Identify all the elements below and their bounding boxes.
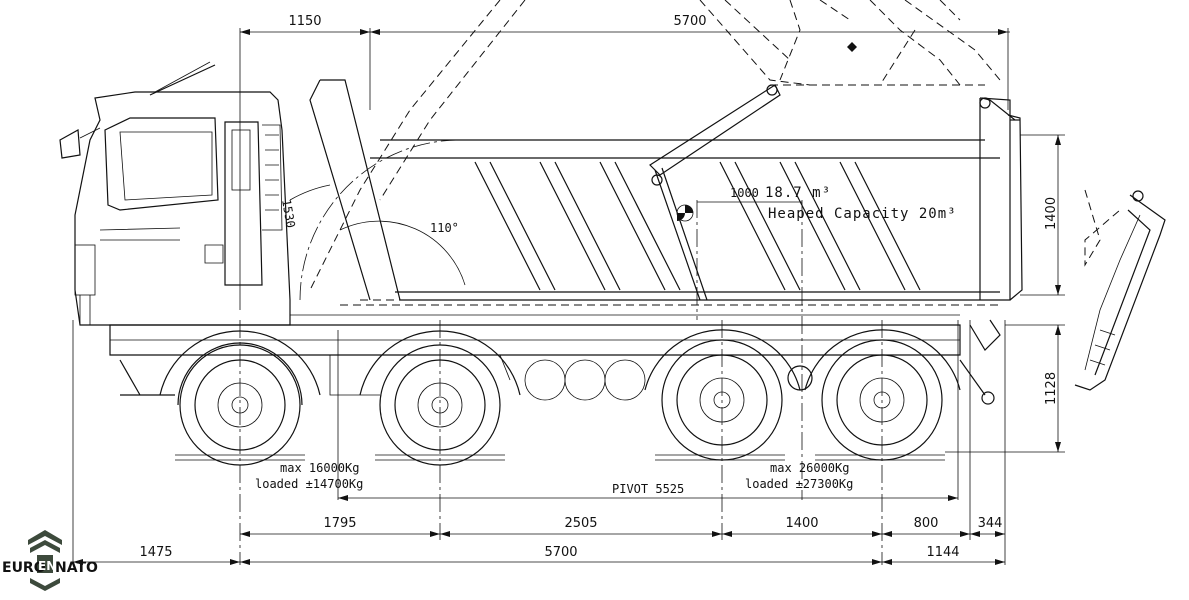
rear-axle-max: max 26000Kg — [770, 461, 849, 475]
raised-body-outline — [309, 0, 1001, 291]
dim-1795: 1795 — [323, 516, 356, 531]
dim-1150: 1150 — [288, 14, 321, 29]
dim-1144: 1144 — [926, 545, 959, 560]
dim-800: 800 — [914, 516, 939, 531]
wheels — [159, 329, 961, 466]
tilt-radius: 1530 — [279, 198, 298, 229]
truck-cab — [59, 61, 291, 326]
tilt-angle: 110° — [430, 221, 459, 235]
wheel-3 — [644, 329, 801, 461]
tailgate-detail — [1074, 189, 1166, 391]
right-dimensions: 1400 1128 — [945, 134, 1065, 453]
tipping-arm — [289, 84, 781, 301]
front-axle-max: max 16000Kg — [280, 461, 359, 475]
rear-axle-loaded: loaded ±27300Kg — [745, 477, 853, 491]
axle-loads: max 16000Kg loaded ±14700Kg max 26000Kg … — [255, 461, 853, 491]
euronato-logo: EURO EN NATO — [2, 530, 98, 591]
cg-distance-1000: 1000 — [730, 186, 759, 200]
dim-1400-horizontal: 1400 — [785, 516, 818, 531]
dim-1400-vertical: 1400 — [1044, 197, 1059, 230]
pivot-label: PIVOT 5525 — [612, 482, 684, 496]
heaped-capacity: Heaped Capacity 20m³ — [768, 206, 957, 222]
dim-2505: 2505 — [564, 516, 597, 531]
dump-body — [309, 79, 1023, 306]
overall-dimensions: 1475 5700 1144 — [73, 545, 1005, 565]
dim-1128-vertical: 1128 — [1044, 372, 1059, 405]
dim-5700-bottom: 5700 — [544, 545, 577, 560]
dim-5700-top: 5700 — [673, 14, 706, 29]
dim-344: 344 — [978, 516, 1003, 531]
wheel-4 — [804, 329, 961, 461]
pivot-dimension: PIVOT 5525 — [338, 482, 958, 501]
dim-1475: 1475 — [139, 545, 172, 560]
front-axle-loaded: loaded ±14700Kg — [255, 477, 363, 491]
struck-capacity: 18.7 m³ — [765, 185, 831, 201]
center-of-gravity: 1000 18.7 m³ Heaped Capacity 20m³ — [676, 185, 957, 222]
logo-left-text: EURO — [2, 560, 46, 576]
axle-centerlines — [72, 200, 1006, 565]
logo-right-text: NATO — [55, 560, 98, 576]
top-dimensions: 1150 5700 — [239, 14, 1010, 310]
axle-spacing: 1795 2505 1400 800 344 — [240, 516, 1005, 537]
chassis — [109, 314, 1001, 405]
logo-middle-text: EN — [38, 559, 56, 573]
